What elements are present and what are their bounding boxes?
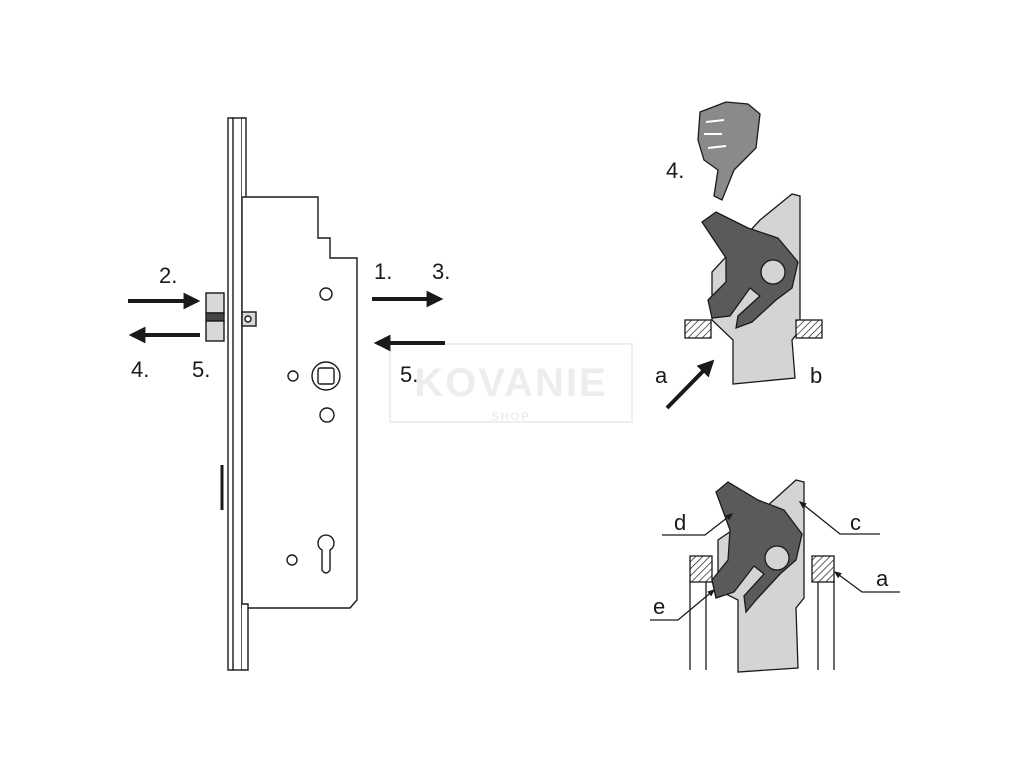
label-bottom-c: c <box>850 510 861 535</box>
screw-hole-mid <box>319 407 335 423</box>
label-step3: 3. <box>432 259 450 284</box>
label-step5-right: 5. <box>400 362 418 387</box>
spindle-square <box>317 367 335 385</box>
arrow-a-top <box>665 359 715 410</box>
watermark-sub: SHOP <box>491 411 530 423</box>
pointing-hand-icon <box>697 101 761 201</box>
bottom-lever <box>711 481 803 614</box>
callout-c <box>798 501 880 535</box>
label-top-step4: 4. <box>666 158 684 183</box>
watermark-frame <box>389 343 633 423</box>
bottom-detail <box>650 479 900 673</box>
bottom-lever-pivot <box>764 545 790 571</box>
screw-hole-bottom <box>286 554 298 566</box>
cylinder-cutout <box>317 534 335 574</box>
label-step2: 2. <box>159 263 177 288</box>
top-strike-right <box>795 319 823 339</box>
lock-case <box>241 196 358 609</box>
top-lever-pivot <box>760 259 786 285</box>
watermark-brand: KOVANIE <box>414 361 607 405</box>
trigger-pin-tip <box>244 315 252 323</box>
label-bottom-d: d <box>674 510 686 535</box>
callout-a <box>833 571 900 593</box>
faceplate-bottom-tab <box>242 603 249 671</box>
callout-d <box>662 513 734 536</box>
bottom-rail-left <box>689 580 707 670</box>
faceplate-inner <box>227 117 234 671</box>
watermark: KOVANIE SHOP <box>389 343 633 423</box>
label-bottom-a: a <box>876 566 889 591</box>
label-bottom-e: e <box>653 594 665 619</box>
label-top-a: a <box>655 363 668 388</box>
bottom-rail-right <box>817 580 835 670</box>
faceplate-top-tab <box>242 117 247 201</box>
screw-hole-left <box>287 370 299 382</box>
label-top-b: b <box>810 363 822 388</box>
label-step5-left: 5. <box>192 357 210 382</box>
latch-lower <box>205 320 225 342</box>
lock-body <box>205 117 358 671</box>
callout-e <box>650 589 716 621</box>
label-step4-left: 4. <box>131 357 149 382</box>
latch-band <box>205 312 225 322</box>
bottom-strike-right <box>811 555 835 583</box>
latch-upper <box>205 292 225 314</box>
top-strike-left <box>684 319 712 339</box>
top-lever <box>701 211 799 330</box>
label-step1: 1. <box>374 259 392 284</box>
bottom-strike-left <box>689 555 713 583</box>
lock-arrows <box>128 290 445 352</box>
top-detail: 4. <box>665 101 823 410</box>
screw-hole-top <box>319 287 333 301</box>
